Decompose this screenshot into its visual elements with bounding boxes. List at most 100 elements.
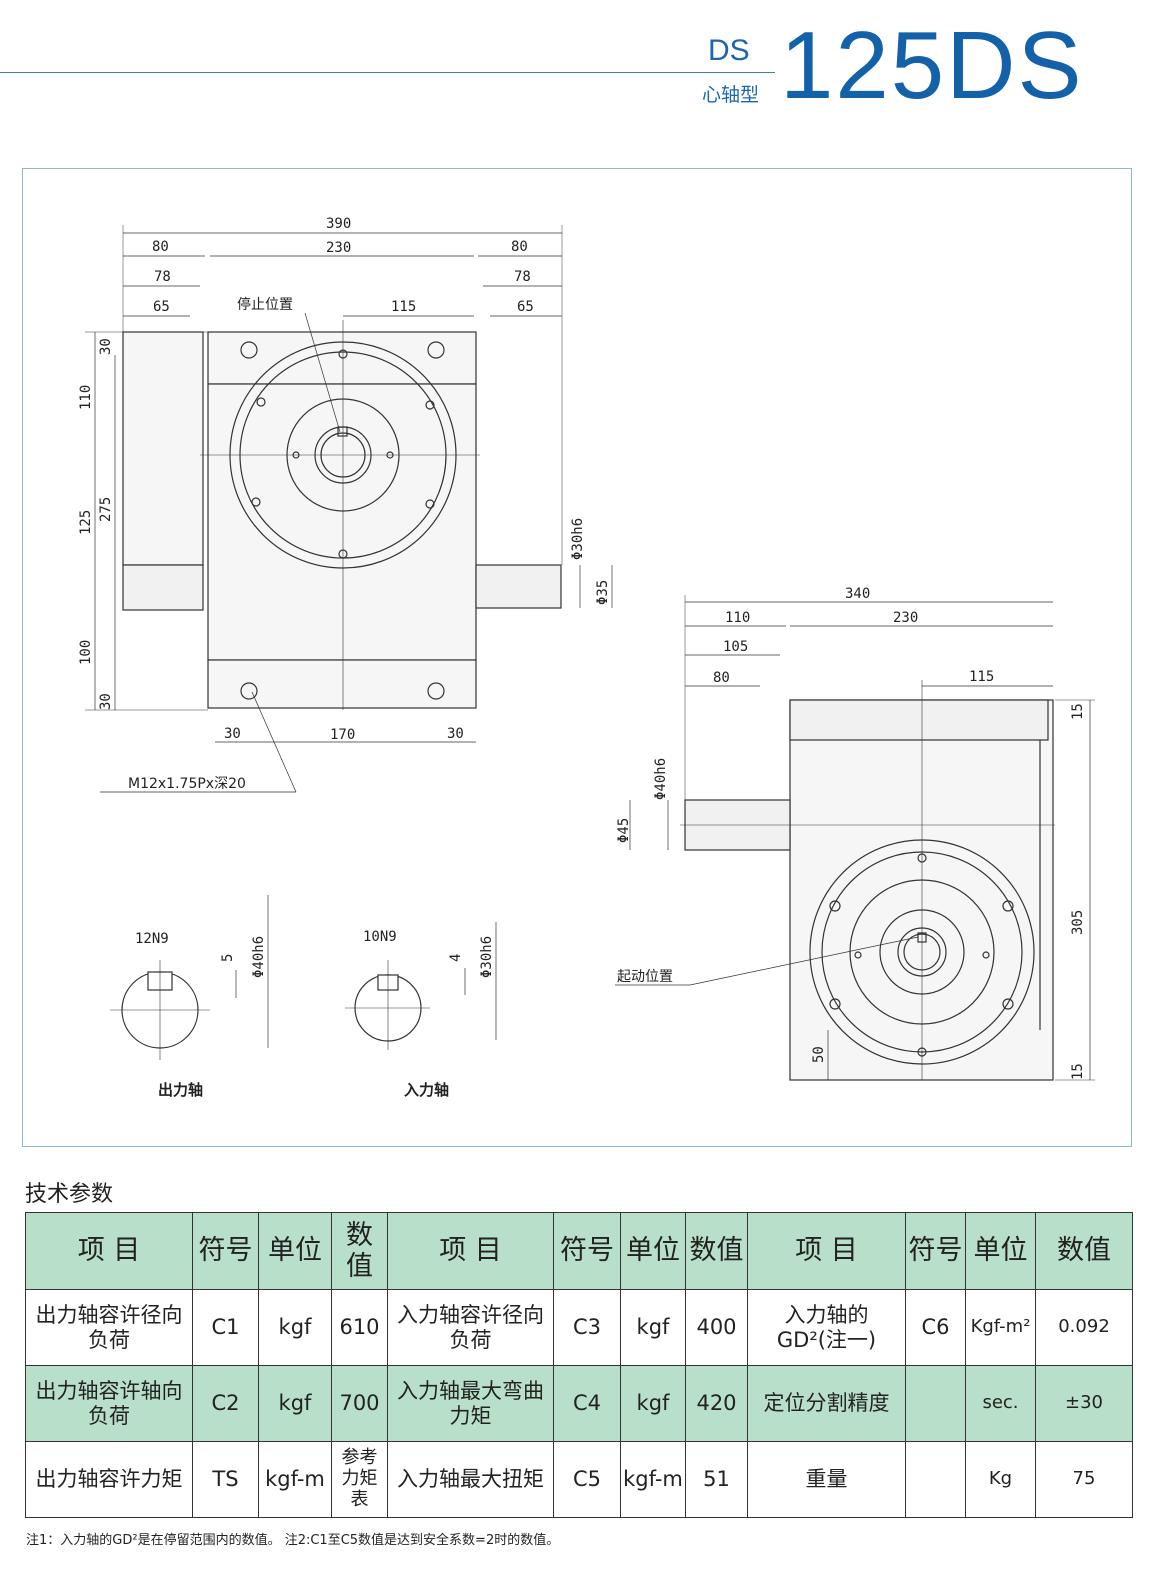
specs-title: 技术参数	[25, 1182, 114, 1207]
table-row: 出力轴容许径向负荷 C1 kgf 610 入力轴容许径向负荷 C3 kgf 40…	[25, 1289, 1133, 1366]
table-cell: 参考力矩表	[331, 1441, 388, 1518]
table-cell: 出力轴容许径向负荷	[25, 1289, 193, 1366]
table-cell: 入力轴最大弯曲力矩	[387, 1365, 554, 1442]
table-cell: kgf	[620, 1289, 686, 1366]
dim-100: 100	[78, 640, 94, 665]
shaft-sections	[110, 895, 497, 1060]
dim-105: 105	[723, 639, 748, 655]
dim-phi30h6: Φ30h6	[570, 518, 586, 560]
table-cell: 420	[685, 1365, 748, 1442]
table-cell: 610	[331, 1289, 388, 1366]
header-cell: 数值	[331, 1212, 388, 1290]
dim-170: 170	[330, 727, 355, 743]
side-view	[615, 595, 1095, 1081]
header-cell: 符号	[553, 1212, 621, 1290]
header-cell: 单位	[965, 1212, 1036, 1290]
dim-30-bl: 30	[224, 726, 241, 742]
dim-110-side: 110	[725, 610, 750, 626]
dim-50: 50	[811, 1046, 827, 1063]
stop-position-label: 停止位置	[237, 296, 293, 313]
input-key-depth: 4	[448, 954, 464, 962]
technical-drawing: 390 80 230 80 78 78 65 65 115 停止位置 30 11…	[78, 216, 1095, 1099]
input-shaft-label: 入力轴	[404, 1081, 449, 1099]
start-position-label: 起动位置	[617, 969, 673, 985]
dim-65-right: 65	[517, 299, 534, 315]
table-cell: 51	[685, 1441, 748, 1518]
header-cell: 项 目	[25, 1212, 193, 1290]
table-cell: kgf	[258, 1365, 332, 1442]
dim-30-top: 30	[98, 338, 114, 355]
table-cell: Kgf-m²	[965, 1289, 1036, 1366]
dim-340: 340	[845, 586, 870, 602]
drawing-frame	[22, 168, 1132, 1147]
output-shaft-dia: Φ40h6	[251, 936, 267, 978]
table-cell: Kg	[965, 1441, 1036, 1518]
table-cell: kgf	[258, 1289, 332, 1366]
dim-80-side: 80	[713, 670, 730, 686]
header-cell: 符号	[192, 1212, 259, 1290]
table-cell: 出力轴容许轴向负荷	[25, 1365, 193, 1442]
table-cell: kgf	[620, 1365, 686, 1442]
table-cell: C1	[192, 1289, 259, 1366]
dim-390: 390	[326, 216, 351, 232]
dim-65-left: 65	[153, 299, 170, 315]
table-cell: 入力轴容许径向负荷	[387, 1289, 554, 1366]
header-cell: 单位	[620, 1212, 686, 1290]
header-cell: 符号	[905, 1212, 966, 1290]
output-key-depth: 5	[220, 954, 236, 962]
input-key-label: 10N9	[363, 929, 397, 945]
thread-label: M12x1.75Px深20	[128, 776, 246, 792]
header-rule	[0, 72, 775, 73]
dim-78-right: 78	[514, 269, 531, 285]
model-title: 125DS	[780, 12, 1084, 119]
input-shaft-dia: Φ30h6	[479, 936, 495, 978]
dim-80-left: 80	[152, 239, 169, 255]
header-cell: 数值	[1035, 1212, 1133, 1290]
series-label: DS	[708, 34, 750, 67]
dim-230: 230	[326, 240, 351, 256]
table-cell: ±30	[1035, 1365, 1133, 1442]
table-cell: C5	[553, 1441, 621, 1518]
table-cell: 75	[1035, 1441, 1133, 1518]
dim-phi45: Φ45	[616, 818, 632, 843]
table-cell: 0.092	[1035, 1289, 1133, 1366]
table-cell: 重量	[747, 1441, 906, 1518]
table-row: 出力轴容许力矩 TS kgf-m 参考力矩表 入力轴最大扭矩 C5 kgf-m …	[25, 1441, 1133, 1518]
dim-phi40h6: Φ40h6	[653, 758, 669, 800]
header-cell: 项 目	[387, 1212, 554, 1290]
table-cell: 700	[331, 1365, 388, 1442]
table-cell: TS	[192, 1441, 259, 1518]
dim-78-left: 78	[154, 269, 171, 285]
table-cell: C4	[553, 1365, 621, 1442]
header-cell: 项 目	[747, 1212, 906, 1290]
table-cell: 400	[685, 1289, 748, 1366]
table-cell: C3	[553, 1289, 621, 1366]
table-cell	[905, 1365, 966, 1442]
dim-30-bottom: 30	[98, 693, 114, 710]
dim-275: 275	[98, 497, 114, 522]
dim-15-bottom: 15	[1070, 1063, 1086, 1080]
table-cell: C6	[905, 1289, 966, 1366]
table-cell: kgf-m	[620, 1441, 686, 1518]
table-cell: kgf-m	[258, 1441, 332, 1518]
dim-115-side: 115	[969, 669, 994, 685]
type-label: 心轴型	[702, 84, 760, 106]
table-cell: 入力轴的GD²(注一)	[747, 1289, 906, 1366]
header-cell: 单位	[258, 1212, 332, 1290]
dim-115: 115	[391, 299, 416, 315]
table-cell: sec.	[965, 1365, 1036, 1442]
dim-125: 125	[78, 510, 94, 535]
table-row: 出力轴容许轴向负荷 C2 kgf 700 入力轴最大弯曲力矩 C4 kgf 42…	[25, 1365, 1133, 1442]
output-shaft-label: 出力轴	[158, 1081, 203, 1099]
table-cell	[905, 1441, 966, 1518]
footnotes: 注1：入力轴的GD²是在停留范围内的数值。 注2:C1至C5数值是达到安全系数=…	[26, 1533, 560, 1548]
dim-30-br: 30	[447, 726, 464, 742]
specs-table: 项 目 符号 单位 数值 项 目 符号 单位 数值 项 目 符号 单位 数值 出…	[25, 1212, 1133, 1518]
table-cell: C2	[192, 1365, 259, 1442]
table-cell: 出力轴容许力矩	[25, 1441, 193, 1518]
table-header-row: 项 目 符号 单位 数值 项 目 符号 单位 数值 项 目 符号 单位 数值	[25, 1212, 1133, 1290]
dim-110: 110	[78, 385, 94, 410]
output-key-label: 12N9	[135, 931, 169, 947]
dim-15-top: 15	[1070, 703, 1086, 720]
